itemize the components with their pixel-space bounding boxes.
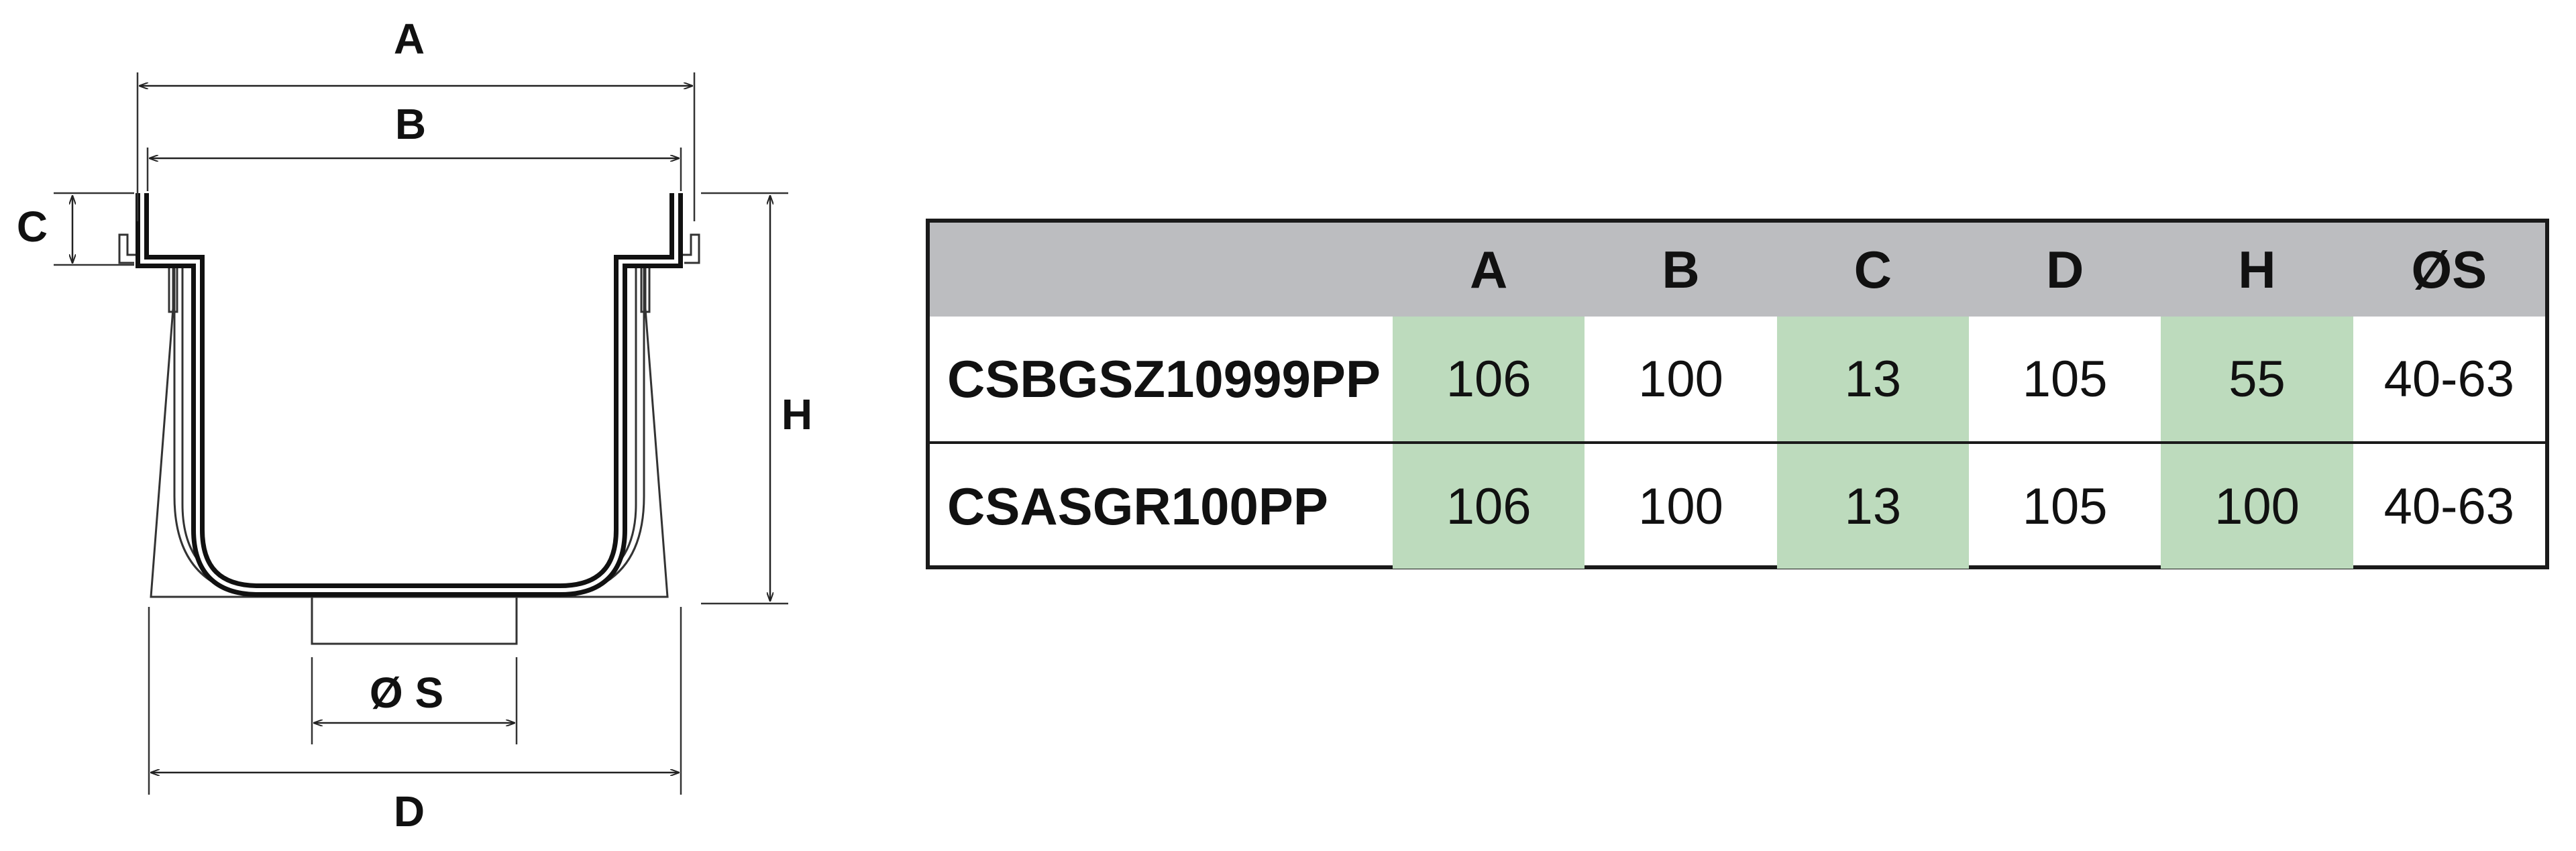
dim-label-h: H (782, 390, 812, 439)
drain-housing (150, 262, 669, 598)
cell-s: 40-63 (2353, 317, 2545, 444)
drain-cross-section-diagram: A B C H Ø S D (17, 15, 812, 836)
table-row: CSBGSZ10999PP 106 100 13 105 55 40-63 (930, 317, 2545, 444)
cell-s: 40-63 (2383, 477, 2515, 535)
cell-a: 106 (1393, 443, 1585, 569)
table-row: CSASGR100PP 106 100 13 105 100 40-63 (930, 443, 2545, 569)
header-a: A (1393, 223, 1585, 317)
outlet-spigot (311, 595, 518, 645)
extension-lines (54, 72, 788, 795)
header-b: B (1585, 223, 1777, 317)
cell-c: 13 (1776, 443, 1969, 569)
cell-h: 55 (2161, 317, 2353, 444)
header-s: ØS (2353, 223, 2545, 317)
header-c: C (1776, 223, 1969, 317)
cell-b: 100 (1585, 317, 1777, 444)
header-h: H (2161, 223, 2353, 317)
cell-d: 105 (2022, 477, 2108, 535)
dimension-lines (72, 86, 770, 773)
table-header-row: A B C D H ØS (930, 223, 2545, 317)
row-model-name: CSASGR100PP (947, 476, 1328, 536)
spec-table: A B C D H ØS CSBGSZ10999PP 106 100 13 10… (926, 219, 2549, 569)
dim-label-b: B (395, 100, 426, 148)
header-d: D (1968, 223, 2161, 317)
dim-label-s: Ø S (370, 669, 443, 717)
cell-b: 100 (1638, 477, 1723, 535)
cell-h: 100 (2161, 443, 2353, 569)
row-model-name: CSBGSZ10999PP (930, 317, 1393, 444)
channel-profile (136, 193, 683, 597)
dim-label-d: D (394, 787, 425, 836)
dim-label-c: C (17, 203, 48, 251)
cell-d: 105 (1968, 317, 2161, 444)
dim-label-a: A (394, 15, 425, 63)
flange-detail (118, 233, 700, 313)
header-model (930, 223, 1393, 317)
cell-c: 13 (1776, 317, 1969, 444)
cell-a: 106 (1393, 317, 1585, 444)
